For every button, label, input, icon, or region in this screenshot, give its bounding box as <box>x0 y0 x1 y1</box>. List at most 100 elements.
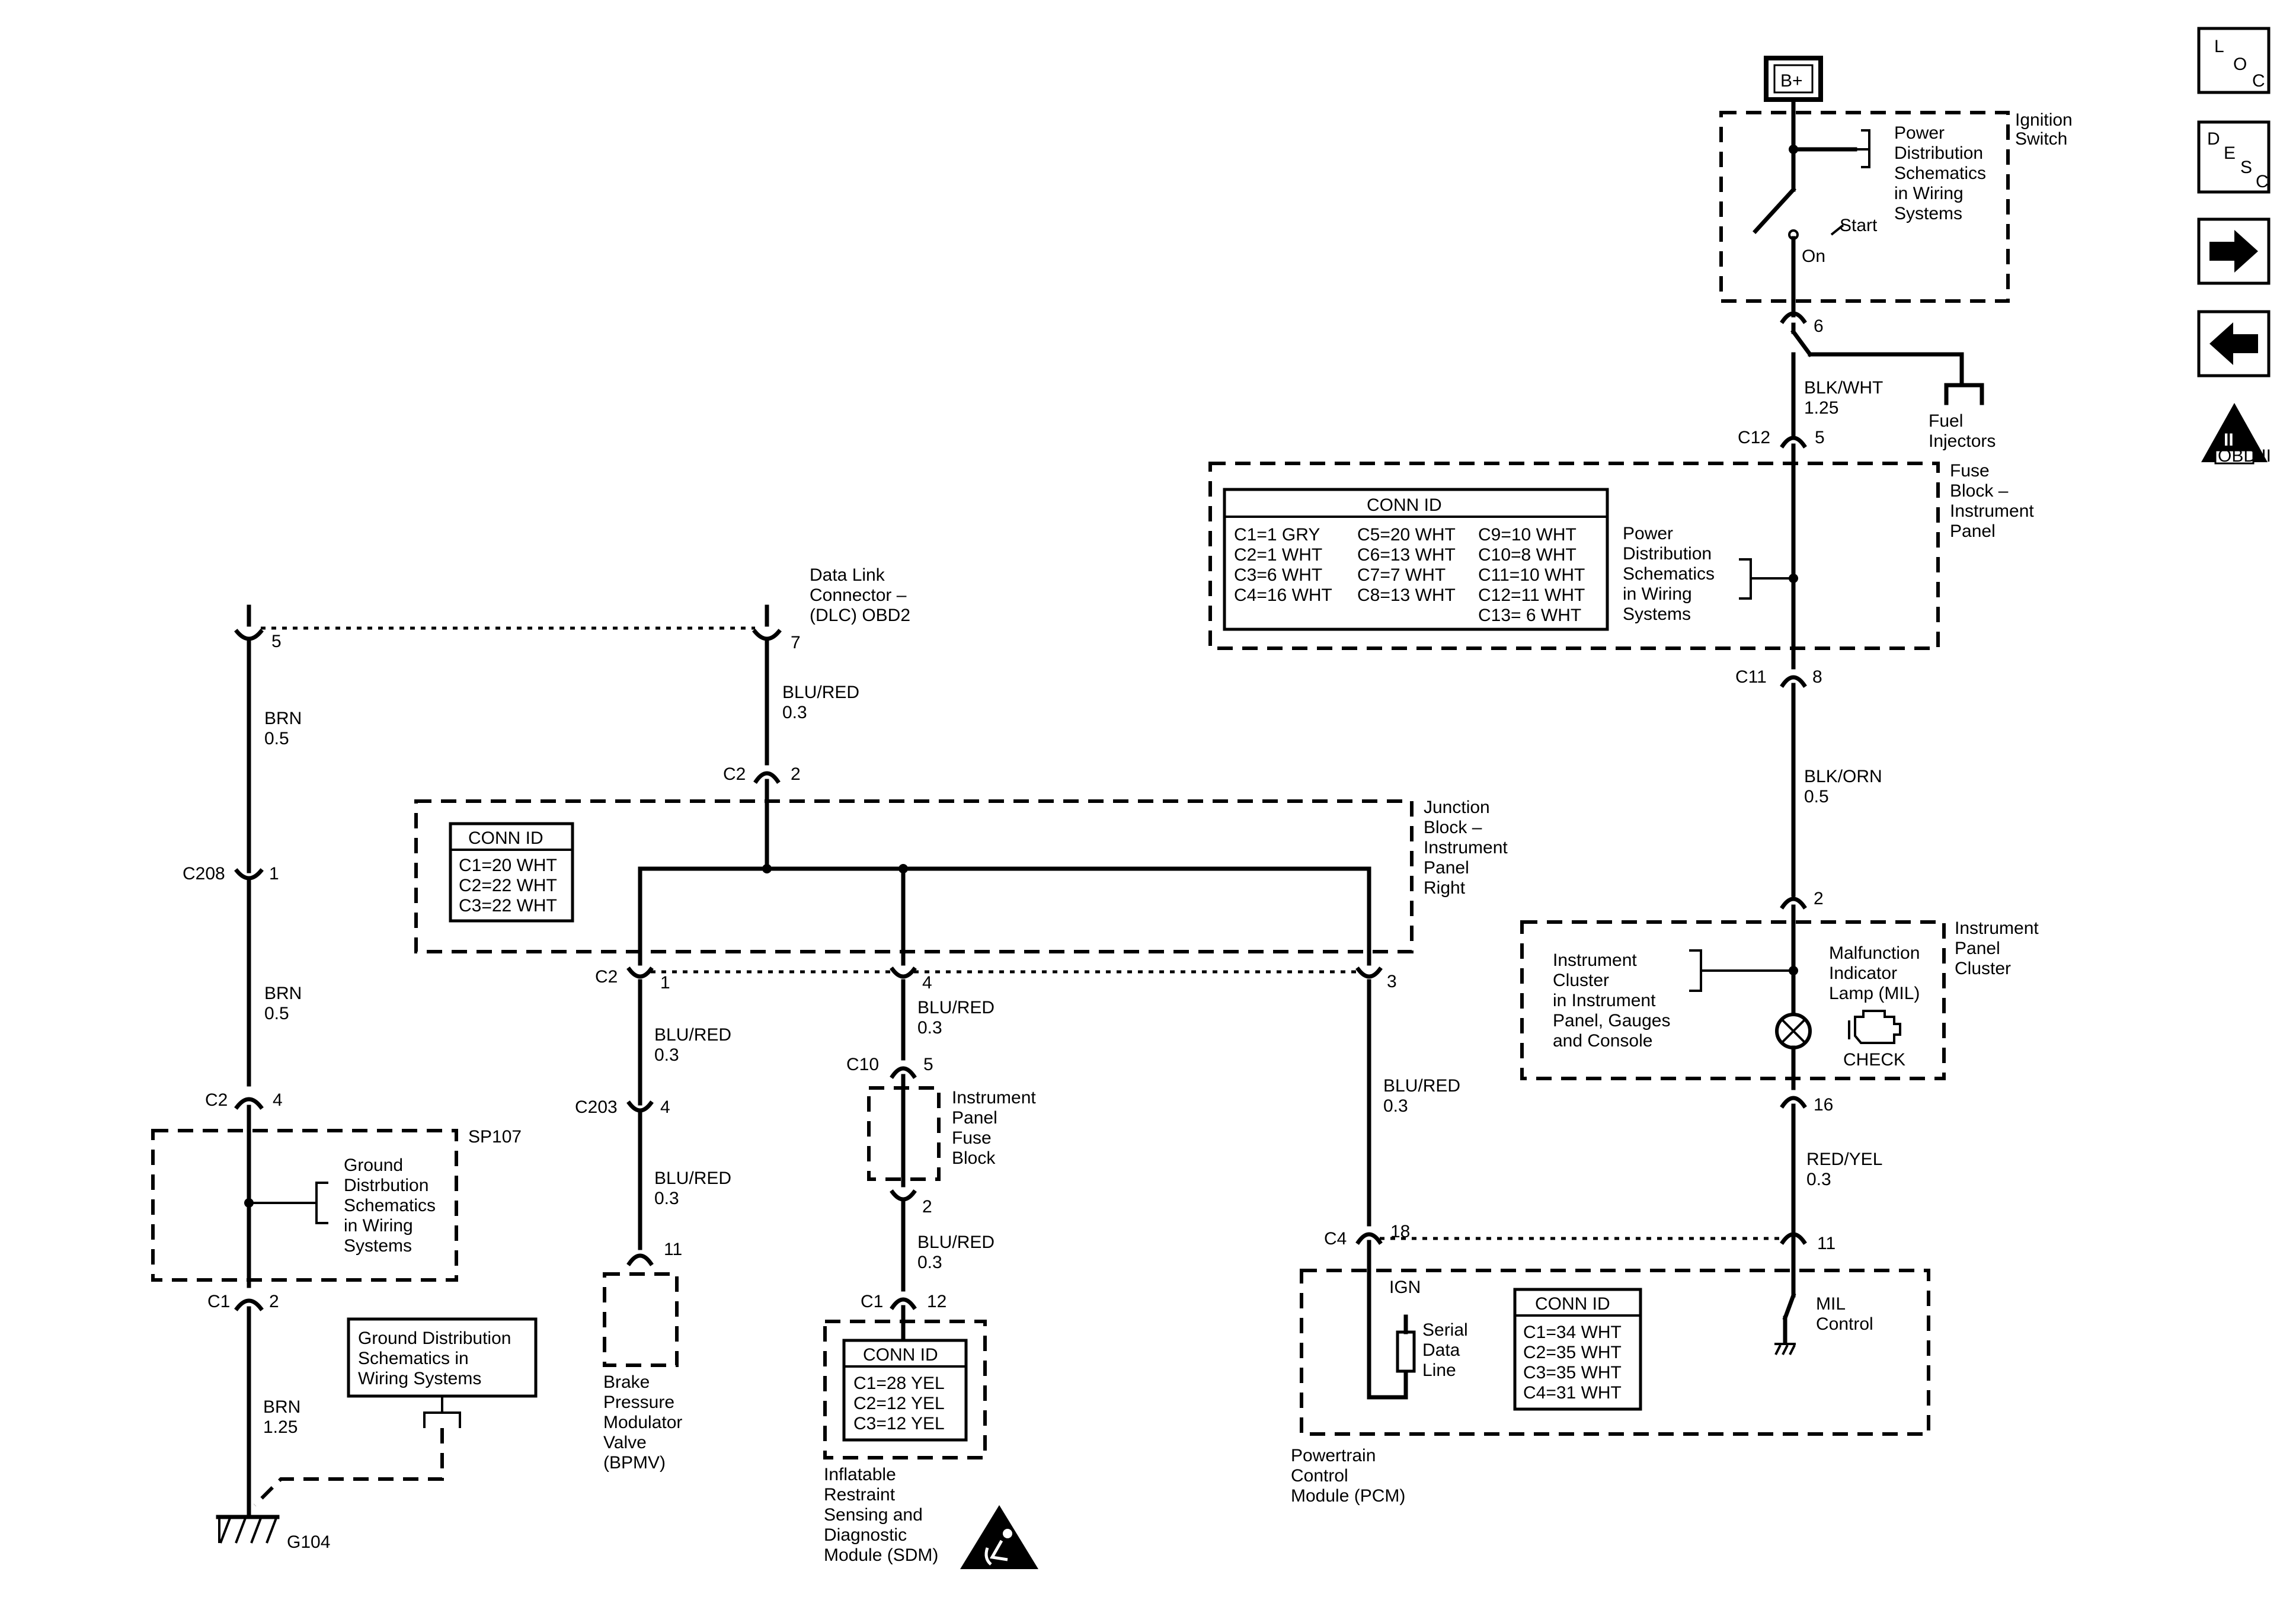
loc-letter-o: O <box>2233 55 2247 74</box>
wire-jb-2-label: BLU/RED 0.3 <box>917 998 994 1038</box>
svg-text:Module (PCM): Module (PCM) <box>1291 1486 1405 1506</box>
obd-ii-icon[interactable]: OBD II II <box>2201 403 2271 466</box>
bpmv-box <box>603 1272 679 1367</box>
svg-text:0.3: 0.3 <box>917 1018 942 1038</box>
svg-text:C1=34 WHT: C1=34 WHT <box>1523 1323 1622 1342</box>
svg-text:MIL: MIL <box>1816 1294 1846 1314</box>
fuse-block-in-pin: 5 <box>1815 428 1825 447</box>
svg-text:Diagnostic: Diagnostic <box>824 1525 907 1545</box>
wire-dlc-blu-red-label: BLU/RED 0.3 <box>782 683 859 722</box>
svg-text:Wiring Systems: Wiring Systems <box>358 1369 481 1388</box>
svg-text:Indicator: Indicator <box>1829 964 1897 983</box>
svg-text:Sensing and: Sensing and <box>824 1505 923 1525</box>
svg-text:BRN: BRN <box>264 984 302 1003</box>
g104-ground-icon <box>216 1515 280 1544</box>
next-arrow-button[interactable] <box>2197 217 2271 285</box>
c203-pin: 4 <box>660 1097 670 1117</box>
ipc-label: Instrument Panel Cluster <box>1955 918 2039 978</box>
svg-text:C1=20 WHT: C1=20 WHT <box>459 856 557 875</box>
svg-text:C4=16 WHT: C4=16 WHT <box>1234 585 1332 605</box>
loc-button[interactable]: L O C <box>2197 27 2271 94</box>
mil-lamp-icon <box>1775 1013 1812 1049</box>
svg-text:C9=10 WHT: C9=10 WHT <box>1478 525 1576 545</box>
svg-text:Distrbution: Distrbution <box>344 1176 428 1195</box>
svg-text:Line: Line <box>1422 1361 1456 1380</box>
ignition-switch-label: Ignition Switch <box>2015 110 2073 149</box>
serial-data-resistor-icon <box>1396 1330 1416 1373</box>
desc-letter-d: D <box>2207 129 2220 149</box>
pcm-label: Powertrain Control Module (PCM) <box>1291 1446 1405 1506</box>
desc-letter-c: C <box>2256 172 2269 191</box>
ipc-box <box>1520 920 1946 1080</box>
svg-text:C11=10 WHT: C11=10 WHT <box>1478 565 1585 585</box>
svg-text:BLU/RED: BLU/RED <box>1383 1076 1460 1096</box>
dlc-label: Data Link Connector – (DLC) OBD2 <box>810 565 910 625</box>
ignition-switch-contact <box>1753 187 1796 234</box>
fuse-block-out-connector: C11 <box>1735 667 1767 687</box>
junction-block-conn-id-table: CONN ID C1=20 WHT C2=22 WHT C3=22 WHT <box>449 822 574 923</box>
junction-block-box <box>414 799 1414 953</box>
junction-in-pin: 2 <box>791 764 801 784</box>
loc-letter-l: L <box>2214 37 2224 56</box>
prev-arrow-button[interactable] <box>2197 310 2271 377</box>
svg-text:(DLC) OBD2: (DLC) OBD2 <box>810 606 910 625</box>
wire-blk-orn-label: BLK/ORN 0.5 <box>1804 767 1882 806</box>
svg-text:Panel: Panel <box>952 1108 997 1128</box>
svg-text:Instrument: Instrument <box>1955 918 2039 938</box>
dlc-pin-5: 5 <box>271 632 282 651</box>
svg-text:Data: Data <box>1422 1340 1460 1360</box>
mil-control-switch <box>1782 1292 1796 1321</box>
fuse-block-in-connector: C12 <box>1738 428 1770 447</box>
wire-red-yel-label: RED/YEL 0.3 <box>1806 1150 1882 1189</box>
wire-blk-wht-label: BLK/WHT 1.25 <box>1804 378 1883 418</box>
svg-text:and Console: and Console <box>1553 1031 1652 1051</box>
svg-text:Module (SDM): Module (SDM) <box>824 1545 938 1565</box>
dlc-pin-7: 7 <box>791 633 801 652</box>
svg-text:Distribution: Distribution <box>1894 143 1983 163</box>
svg-text:Block –: Block – <box>1424 818 1482 837</box>
svg-text:Fuel: Fuel <box>1929 411 1963 431</box>
svg-text:1.25: 1.25 <box>263 1417 298 1437</box>
svg-text:0.5: 0.5 <box>1804 787 1829 806</box>
pcm-serial-data-label: Serial Data Line <box>1422 1320 1468 1380</box>
svg-text:Ignition: Ignition <box>2015 110 2073 130</box>
sdm-connector: C1 <box>861 1292 883 1311</box>
desc-button[interactable]: D E S C <box>2197 120 2271 194</box>
svg-text:Lamp (MIL): Lamp (MIL) <box>1829 984 1920 1003</box>
svg-text:BLU/RED: BLU/RED <box>917 1233 994 1252</box>
svg-text:Junction: Junction <box>1424 798 1490 817</box>
svg-text:Fuse: Fuse <box>1950 461 1990 481</box>
c208-connector: C208 <box>183 864 225 884</box>
svg-text:Systems: Systems <box>1894 204 1962 223</box>
svg-text:Schematics: Schematics <box>1623 564 1715 584</box>
svg-text:Cluster: Cluster <box>1955 959 2011 978</box>
arrow-right-icon <box>2209 230 2258 273</box>
svg-text:CONN ID: CONN ID <box>1535 1294 1610 1314</box>
svg-text:BLU/RED: BLU/RED <box>917 998 994 1017</box>
junction-out-pin-3: 3 <box>1387 972 1397 991</box>
junction-out-connector: C2 <box>595 967 618 987</box>
wire-jb-3-label: BLU/RED 0.3 <box>1383 1076 1460 1116</box>
mil-control-ground-icon <box>1774 1343 1796 1355</box>
wire-c203-label: BLU/RED 0.3 <box>654 1169 731 1208</box>
svg-text:C3=22 WHT: C3=22 WHT <box>459 896 557 916</box>
c2-brn-connector: C2 <box>205 1090 228 1110</box>
svg-text:Panel: Panel <box>1950 521 1996 541</box>
svg-text:C2=1 WHT: C2=1 WHT <box>1234 545 1322 565</box>
svg-text:Systems: Systems <box>344 1236 412 1256</box>
svg-text:Pressure: Pressure <box>603 1393 674 1412</box>
check-label: CHECK <box>1843 1050 1905 1070</box>
c1-brn-pin: 2 <box>269 1292 279 1311</box>
svg-text:C3=12 YEL: C3=12 YEL <box>853 1414 945 1433</box>
c1-brn-connector: C1 <box>207 1292 230 1311</box>
svg-text:RED/YEL: RED/YEL <box>1806 1150 1882 1169</box>
svg-text:Control: Control <box>1816 1314 1873 1334</box>
svg-text:0.5: 0.5 <box>264 729 289 748</box>
svg-text:Data Link: Data Link <box>810 565 885 585</box>
svg-text:Switch: Switch <box>2015 129 2067 149</box>
svg-text:Schematics: Schematics <box>1894 164 1986 183</box>
fuse-block-ip-label: Fuse Block – Instrument Panel <box>1950 461 2034 541</box>
c2-brn-pin: 4 <box>273 1090 283 1110</box>
svg-text:Modulator: Modulator <box>603 1413 682 1432</box>
svg-text:C6=13 WHT: C6=13 WHT <box>1357 545 1456 565</box>
